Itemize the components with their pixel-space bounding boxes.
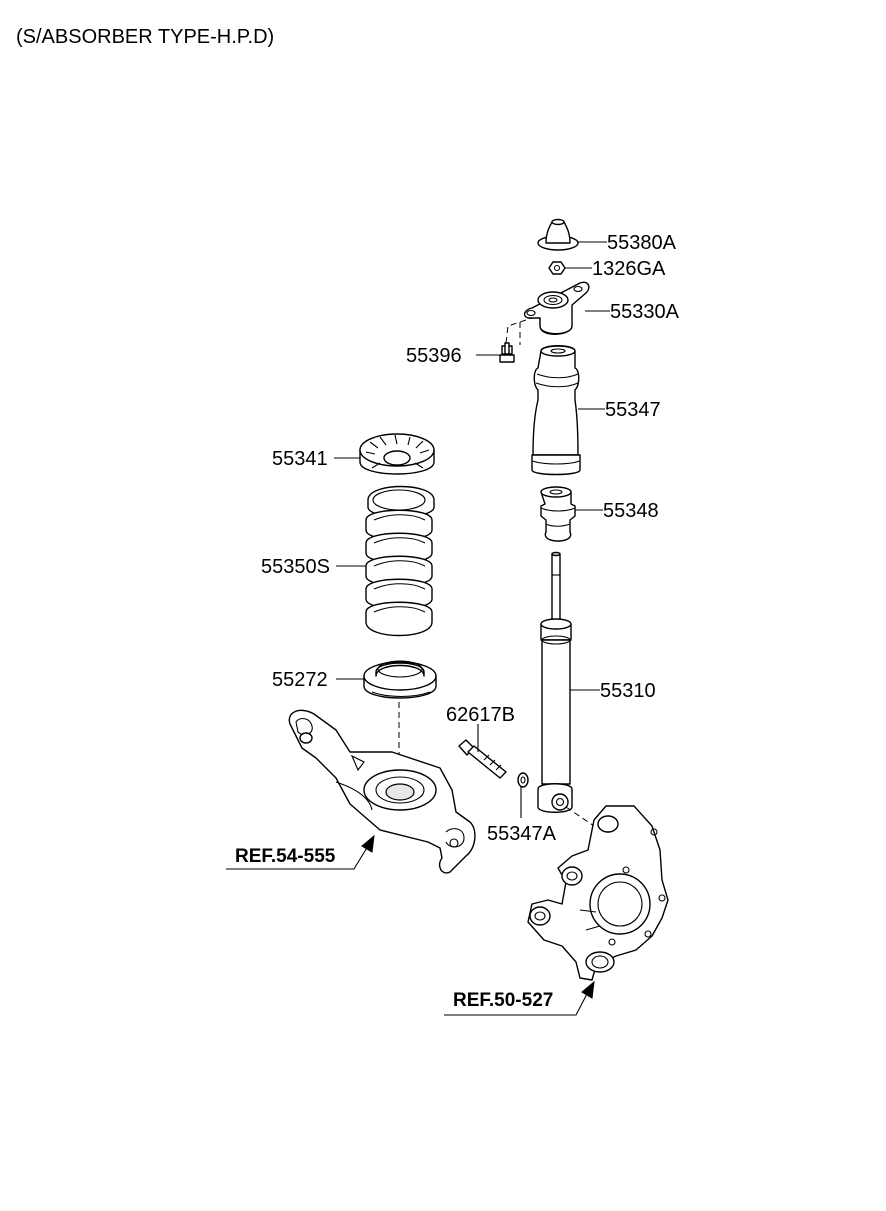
washer-55347A xyxy=(517,772,529,788)
label-55347: 55347 xyxy=(605,399,661,421)
coil-spring-55350S xyxy=(365,485,435,637)
upper-spring-pad-55341 xyxy=(359,433,435,475)
label-55380A: 55380A xyxy=(607,232,677,254)
dust-boot-55347 xyxy=(531,345,581,476)
dust-cap-55380A xyxy=(537,218,579,251)
label-55396: 55396 xyxy=(406,345,462,367)
ref-54-555-link[interactable]: REF.54-555 xyxy=(235,846,336,867)
ref-50-527-link[interactable]: REF.50-527 xyxy=(453,990,553,1011)
label-55272: 55272 xyxy=(272,669,328,691)
label-55341: 55341 xyxy=(272,448,328,470)
diagram-title: (S/ABSORBER TYPE-H.P.D) xyxy=(16,26,274,48)
bump-stopper-55348 xyxy=(540,486,576,542)
bolt-55396 xyxy=(499,342,515,363)
ref-50-527-callout xyxy=(444,980,595,1016)
label-62617B: 62617B xyxy=(446,704,515,726)
rear-knuckle xyxy=(527,805,669,981)
label-55350S: 55350S xyxy=(261,556,330,578)
label-55347A: 55347A xyxy=(487,823,557,845)
shock-absorber-55310 xyxy=(537,551,573,813)
mount-bracket-55330A xyxy=(523,281,590,335)
label-55348: 55348 xyxy=(603,500,659,522)
label-55330A: 55330A xyxy=(610,301,680,323)
nut-1326GA xyxy=(548,261,566,275)
bolt-62617B xyxy=(458,739,507,779)
label-1326GA: 1326GA xyxy=(592,258,666,280)
ref-54-555-callout xyxy=(226,834,375,870)
label-55310: 55310 xyxy=(600,680,656,702)
lower-control-arm xyxy=(288,709,476,874)
lower-spring-pad-55272 xyxy=(363,660,437,699)
